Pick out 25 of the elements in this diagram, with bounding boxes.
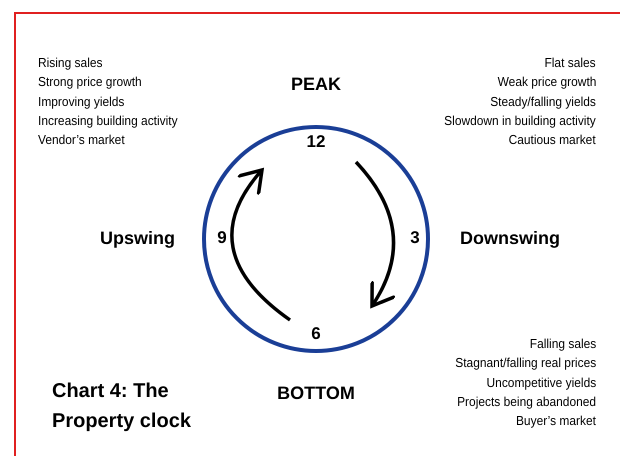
- note-text: Uncompetitive yields: [486, 374, 596, 390]
- note-text: Projects being abandoned: [457, 394, 596, 409]
- clock-number: 12: [306, 132, 326, 152]
- note-text: Weak price growth: [497, 74, 596, 90]
- note-text: Buyer’s market: [516, 413, 596, 428]
- note-text: Cautious market: [508, 132, 596, 148]
- clock-number: 9: [216, 228, 228, 248]
- note-text: Vendor’s market: [38, 132, 125, 148]
- phase-label: BOTTOM: [276, 383, 356, 404]
- note-text: Strong price growth: [38, 74, 142, 90]
- note-text: Improving yields: [38, 94, 124, 109]
- clock-face: [202, 125, 430, 353]
- note-text: Falling sales: [530, 336, 596, 351]
- clock-number: 6: [310, 324, 322, 344]
- phase-label: Upswing: [100, 228, 175, 249]
- note-text: Rising sales: [38, 55, 102, 70]
- clock-number: 3: [409, 228, 421, 248]
- note-text: Increasing building activity: [38, 112, 178, 128]
- note-text: Steady/falling yields: [490, 94, 596, 109]
- chart-title: Chart 4: The Property clock: [52, 379, 192, 434]
- phase-label: Downswing: [460, 228, 560, 249]
- note-text: Flat sales: [544, 55, 596, 70]
- note-text: Stagnant/falling real prices: [455, 355, 596, 370]
- note-text: Slowdown in building activity: [444, 112, 596, 128]
- phase-label: PEAK: [290, 74, 342, 95]
